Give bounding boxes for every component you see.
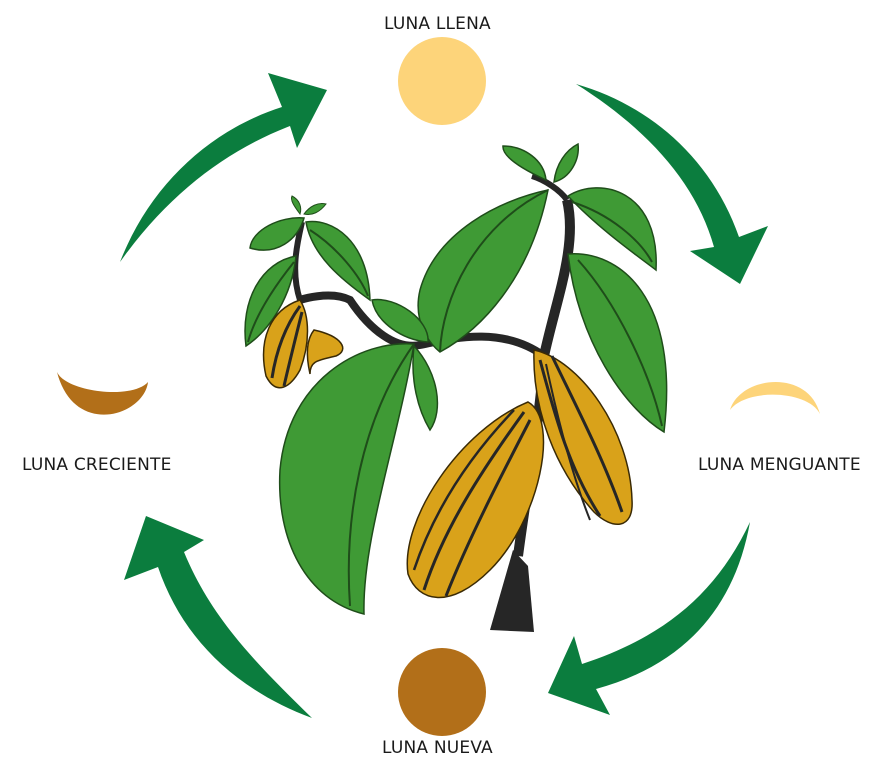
cycle-arrow-icon [124,516,312,718]
cycle-arrow-icon [576,84,768,284]
new-moon-label: LUNA NUEVA [382,738,493,758]
cycle-arrow-icon [120,73,327,262]
cacao-plant-icon [244,142,668,632]
waxing-moon-label: LUNA CRECIENTE [22,455,172,475]
waning-moon-label: LUNA MENGUANTE [698,455,861,475]
waning-moon-icon [730,381,820,414]
waxing-moon-icon [57,372,148,415]
full-moon-icon [398,37,486,125]
new-moon-icon [398,648,486,736]
cycle-arrow-icon [548,522,750,715]
full-moon-label: LUNA LLENA [384,14,491,34]
